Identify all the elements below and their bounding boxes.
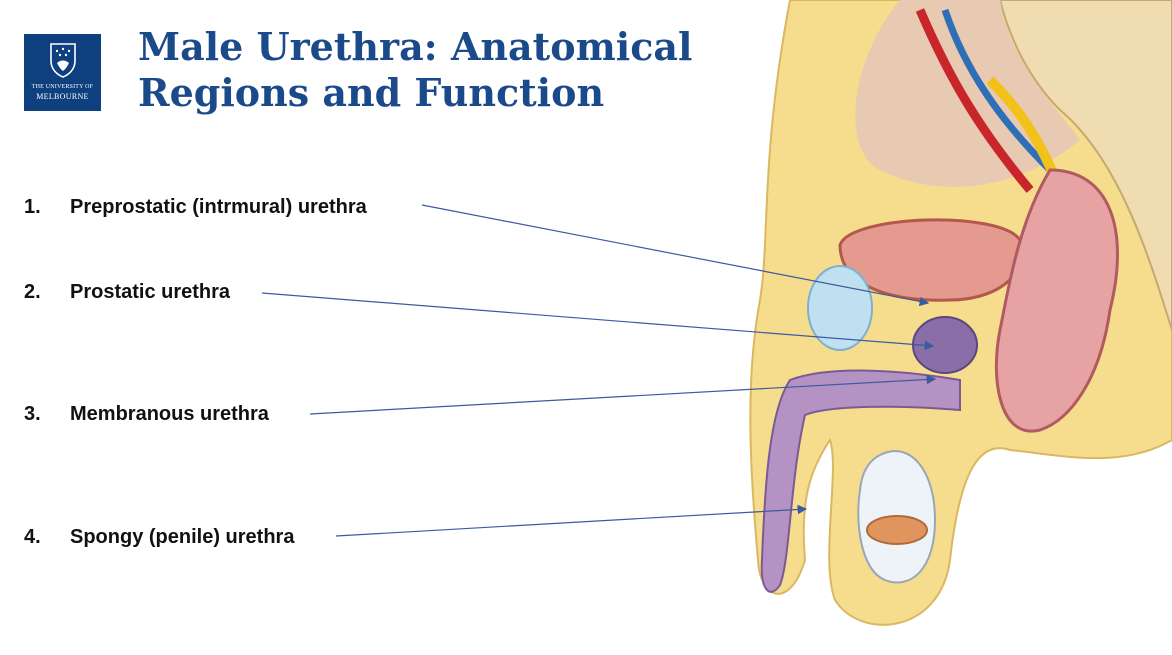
vein-vessel <box>941 8 1053 173</box>
leader-line-spongy <box>335 504 808 537</box>
leader-line-preprostatic <box>421 204 930 307</box>
region-number: 3. <box>24 403 41 425</box>
region-label: Prostatic urethra <box>70 281 231 303</box>
region-number: 1. <box>24 196 41 218</box>
leader-line-prostatic <box>261 292 935 351</box>
region-item-prostatic: 2. Prostatic urethra <box>24 281 230 304</box>
leader-line-membranous <box>309 374 937 415</box>
region-item-membranous: 3. Membranous urethra <box>24 403 269 426</box>
region-number: 4. <box>24 526 41 548</box>
region-item-spongy: 4. Spongy (penile) urethra <box>24 526 294 549</box>
sacrum <box>998 0 1172 331</box>
logo-text-line1: THE UNIVERSITY OF <box>31 84 94 90</box>
region-item-preprostatic: 1. Preprostatic (intrmural) urethra <box>24 196 367 219</box>
title-line1: Male Urethra: Anatomical <box>138 24 693 69</box>
region-label: Preprostatic (intrmural) urethra <box>70 196 367 218</box>
pubic-symphysis <box>807 265 873 351</box>
university-logo: THE UNIVERSITY OF MELBOURNE <box>24 34 101 111</box>
region-number: 2. <box>24 281 41 303</box>
region-label: Spongy (penile) urethra <box>70 526 295 548</box>
logo-text-line2: MELBOURNE <box>36 92 89 101</box>
artery-vessel <box>915 8 1034 193</box>
rectum <box>994 168 1119 433</box>
pelvis-outline <box>749 0 1172 626</box>
region-label: Membranous urethra <box>70 403 269 425</box>
crest-icon <box>50 43 76 78</box>
penis <box>760 369 961 593</box>
page-title: Male Urethra: Anatomical Regions and Fun… <box>138 24 692 116</box>
title-line2: Regions and Function <box>138 70 605 115</box>
epididymis <box>866 515 928 545</box>
